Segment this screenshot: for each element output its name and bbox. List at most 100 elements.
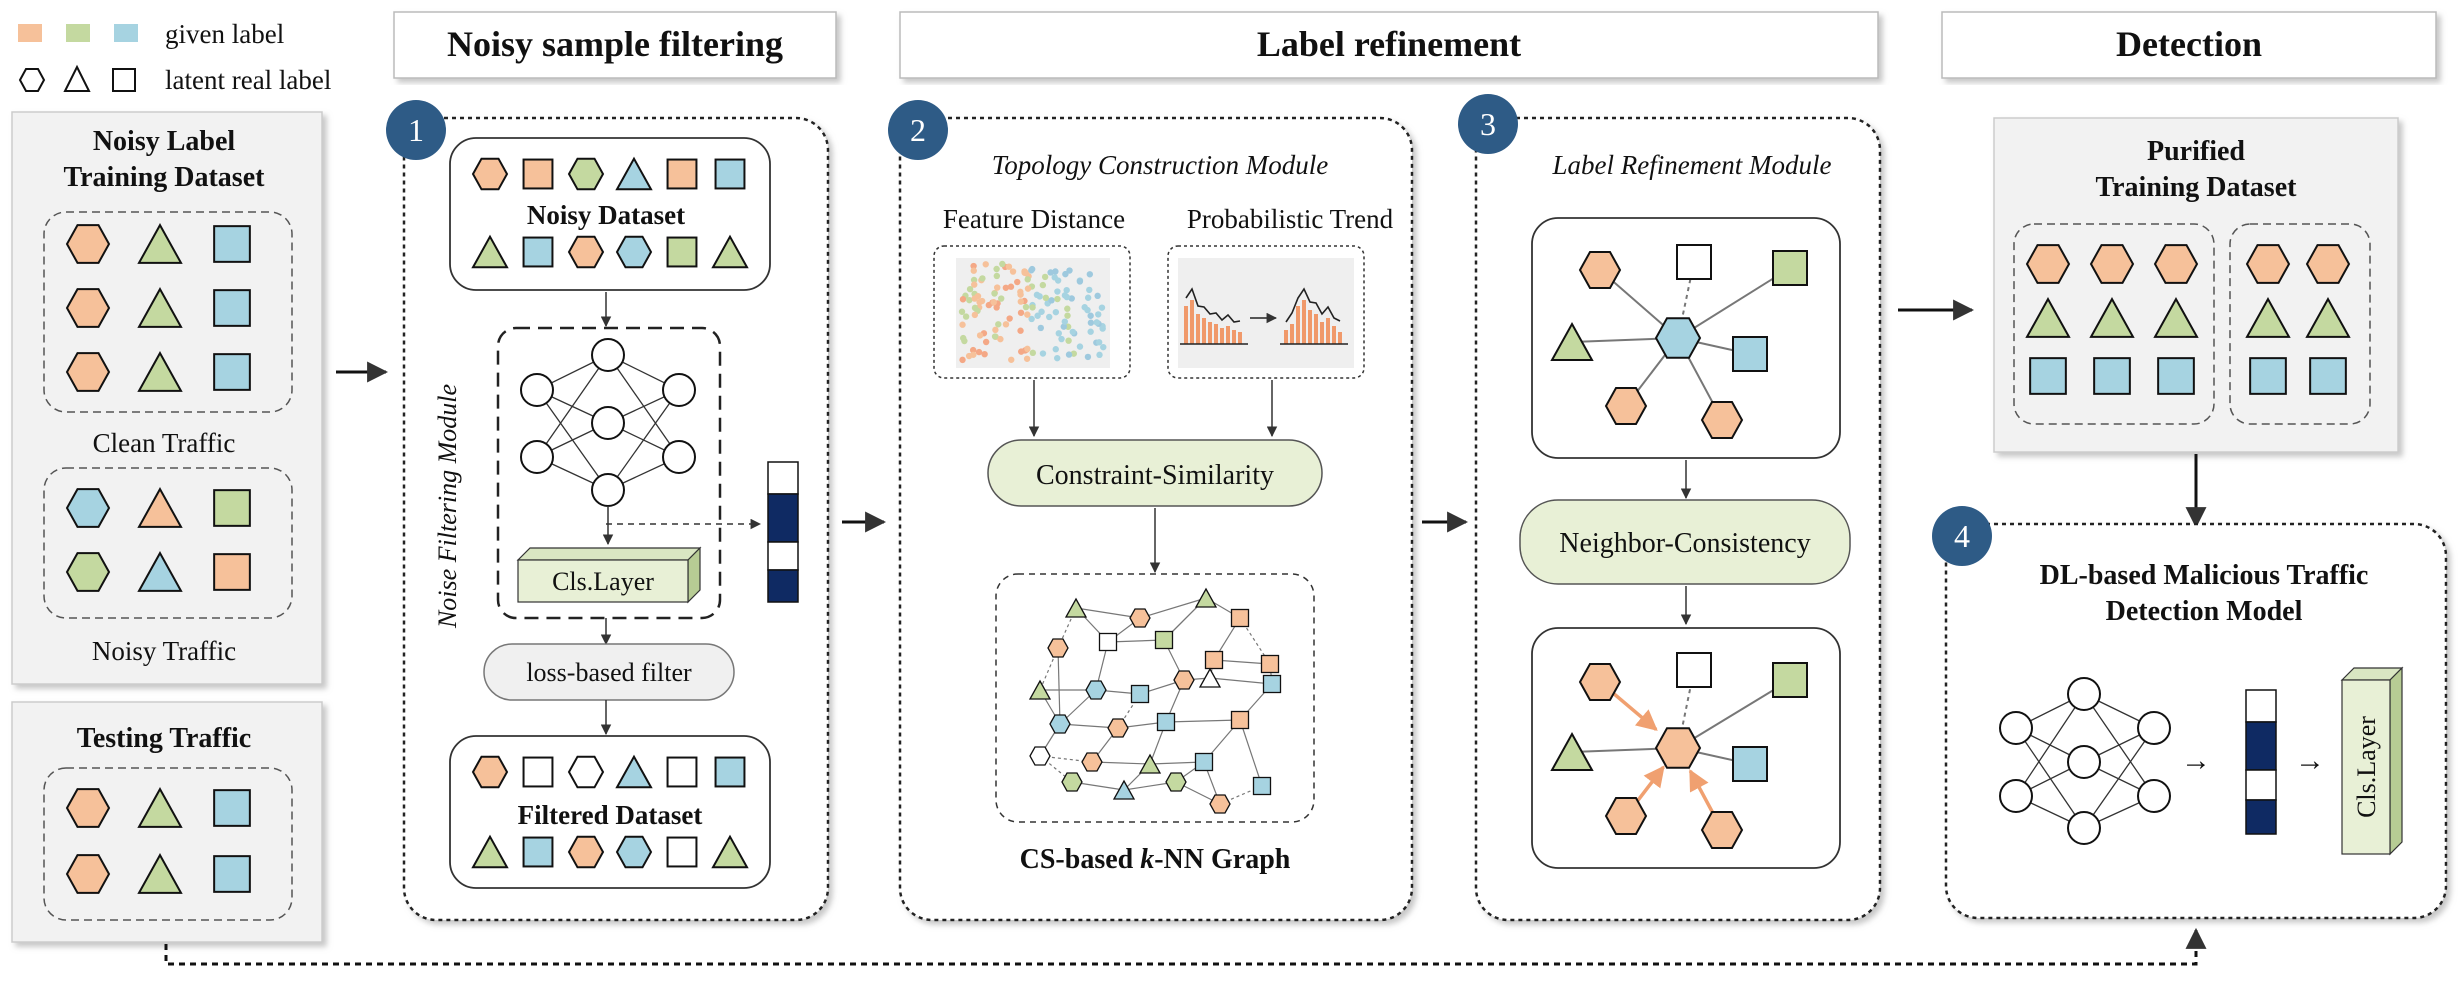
triangle-icon (1112, 779, 1136, 800)
scatter-dot (1028, 315, 1035, 323)
scatter-dot (1024, 285, 1032, 292)
scatter-dot (1002, 321, 1010, 328)
noise-filtering-panel: Noise Filtering Module Noisy Dataset Cls… (402, 116, 830, 922)
detection-model-title-line2: Detection Model (2106, 596, 2303, 627)
scatter-dot (1095, 339, 1103, 346)
square-icon (2093, 357, 2131, 395)
scatter-dot (1041, 273, 1049, 281)
hexagon-icon (1209, 794, 1231, 814)
hexagon-icon (65, 488, 111, 528)
triangle-icon (137, 287, 183, 328)
filter-output-vector (767, 461, 799, 603)
nn-node (591, 473, 625, 507)
trend-bar (1196, 314, 1200, 344)
scatter-dot (997, 335, 1004, 343)
knn-graph-label: CS-based k-NN Graph (1020, 844, 1291, 875)
refine-edge (1677, 679, 1791, 749)
step-badges: 1 2 3 4 (386, 94, 1992, 566)
square-icon (666, 756, 698, 788)
stage-header-filtering: Noisy sample filtering (447, 24, 783, 64)
badge-1-label: 1 (408, 112, 424, 148)
hexagon-icon (1654, 727, 1702, 769)
legend-given-label: given label (165, 19, 284, 49)
scatter-dot (959, 356, 966, 364)
scatter-dot (1024, 311, 1031, 318)
scatter-dot (992, 326, 999, 334)
neighbor-consistency-box (1519, 499, 1851, 585)
scatter-dot (1018, 348, 1025, 355)
trend-bar (1284, 330, 1288, 344)
hexagon-icon (2153, 244, 2199, 284)
nn-node (1999, 779, 2033, 813)
square-icon (522, 158, 554, 190)
triangle-icon (137, 487, 183, 528)
square-icon (213, 289, 251, 327)
scatter-dot (991, 333, 999, 340)
nn-node (2067, 811, 2101, 845)
refine-graph-before (1550, 244, 1808, 439)
hexagon-icon (65, 224, 111, 264)
triangle-icon (2025, 297, 2071, 338)
trend-bar (1214, 324, 1218, 344)
square-icon (213, 225, 251, 263)
triangle-icon (1064, 597, 1088, 618)
hexagon-icon (471, 157, 509, 191)
scatter-dot (1048, 297, 1055, 304)
trend-bar (1208, 322, 1212, 344)
scatter-dot (982, 261, 989, 268)
legend-latent-label: latent real label (165, 65, 331, 95)
hexagon-icon (567, 755, 605, 789)
scatter-dot (1002, 284, 1010, 291)
scatter-dot (1055, 330, 1062, 337)
scatter-dot (1084, 294, 1092, 301)
scatter-dot (969, 346, 977, 354)
trend-bar (1314, 314, 1318, 344)
hexagon-icon (1047, 638, 1069, 658)
scatter-dot (991, 290, 998, 297)
nn-node (2067, 745, 2101, 779)
hexagon-icon (1604, 797, 1648, 835)
hexagon-icon (18, 68, 46, 92)
scatter-dot (1029, 304, 1036, 311)
stage-header-filtering-box (393, 11, 837, 79)
scatter-dot (958, 308, 966, 315)
hexagon-icon (65, 288, 111, 328)
hexagon-icon (1081, 752, 1103, 772)
label-refinement-panel: Label Refinement Module Neighbor-Consist… (1474, 116, 1882, 922)
square-icon (1772, 250, 1808, 286)
square-icon (522, 756, 554, 788)
square-icon (2249, 357, 2287, 395)
scatter-dot (979, 275, 986, 282)
scatter-dot (1039, 350, 1047, 357)
scatter-dot (1054, 277, 1062, 284)
scatter-dot (1038, 308, 1045, 315)
trend-bar (1184, 306, 1188, 344)
triangle-icon (137, 787, 183, 828)
square-icon (666, 836, 698, 868)
scatter-dot (1017, 327, 1024, 334)
triangle-icon (1194, 587, 1218, 608)
hexagon-icon (567, 157, 605, 191)
scatter-dot (1087, 319, 1095, 326)
purified-dataset-panel: Purified Training Dataset (1993, 117, 2399, 453)
detection-neural-network (1999, 677, 2171, 845)
square-icon (213, 855, 251, 893)
scatter-dot (1029, 349, 1037, 357)
nn-edge (536, 354, 609, 458)
trend-bar (1338, 332, 1342, 344)
knn-edge (1139, 597, 1207, 619)
hexagon-icon (1085, 680, 1107, 700)
badge-4 (1932, 506, 1992, 566)
nn-node (520, 373, 554, 407)
neighbor-consistency-label: Neighbor-Consistency (1559, 528, 1810, 559)
filter-cls-layer-label: Cls.Layer (552, 567, 654, 596)
testing-traffic-samples (65, 787, 251, 894)
scatter-dot (1070, 350, 1077, 357)
detection-model-panel: DL-based Malicious Traffic Detection Mod… (1944, 522, 2448, 920)
scatter-dot (1068, 295, 1075, 302)
scatter-dot (1052, 308, 1060, 316)
filter-cls-layer: Cls.Layer (516, 546, 702, 604)
triangle-icon (2089, 297, 2135, 338)
knn-edge (1213, 659, 1271, 665)
square-icon (666, 236, 698, 268)
